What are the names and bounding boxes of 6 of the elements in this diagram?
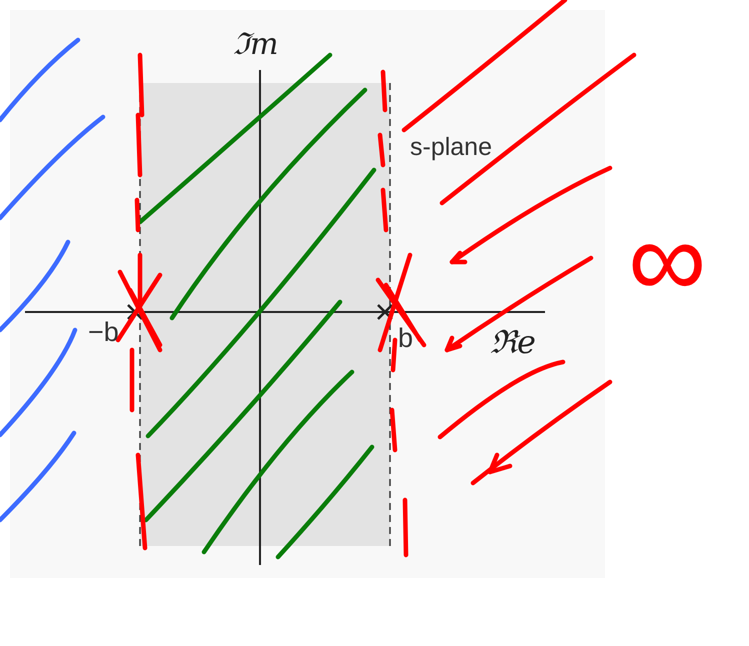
infinity-symbol: ∞	[628, 205, 706, 315]
plane-label: s-plane	[410, 132, 492, 163]
pole-label: b	[398, 322, 414, 355]
pole-label: −b	[88, 316, 119, 349]
imaginary-axis-label: ℑm	[233, 26, 278, 64]
real-axis-label: ℜe	[490, 322, 536, 363]
